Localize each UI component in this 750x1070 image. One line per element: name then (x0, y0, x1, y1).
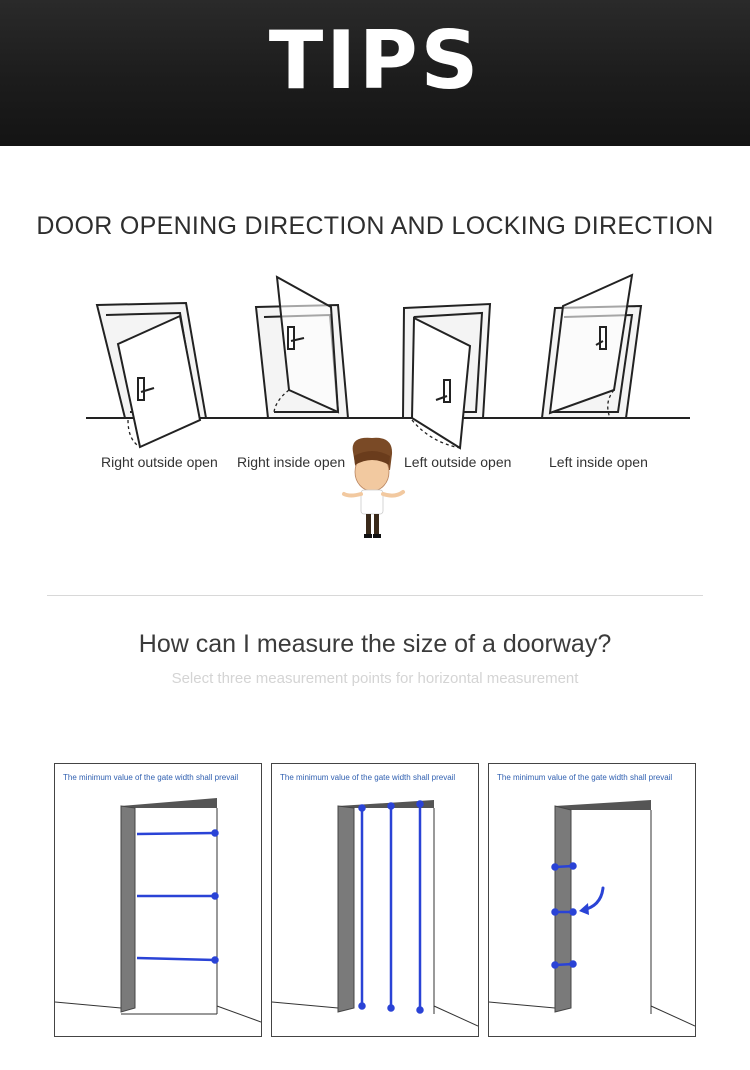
measure-panel-vertical: The minimum value of the gate width shal… (271, 763, 479, 1037)
door-label-right-outside: Right outside open (101, 454, 218, 470)
measure-subtitle: Select three measurement points for hori… (171, 670, 579, 687)
tips-banner: TIPS (0, 0, 750, 146)
door-diagram (86, 273, 690, 538)
panel-caption: The minimum value of the gate width shal… (497, 773, 673, 782)
door-label-left-inside: Left inside open (549, 454, 648, 470)
doorway-vertical-measure-icon (272, 800, 478, 1027)
door-right-outside-open-icon (95, 301, 208, 449)
door-left-outside-open-icon (401, 302, 492, 450)
measure-panel-horizontal: The minimum value of the gate width shal… (54, 763, 262, 1037)
section-title: DOOR OPENING DIRECTION AND LOCKING DIREC… (36, 212, 714, 240)
banner-title: TIPS (268, 14, 482, 107)
measure-panel-wall-thickness: The minimum value of the gate width shal… (488, 763, 696, 1037)
panel-caption: The minimum value of the gate width shal… (63, 773, 239, 782)
door-label-right-inside: Right inside open (237, 454, 346, 470)
section-divider (47, 595, 703, 596)
door-label-left-outside: Left outside open (404, 454, 512, 470)
doorway-thickness-measure-icon (489, 800, 695, 1027)
doorway-horizontal-measure-icon (55, 798, 261, 1023)
panel-caption: The minimum value of the gate width shal… (280, 773, 456, 782)
door-right-inside-open-icon (254, 275, 350, 419)
person-illustration-icon (342, 437, 405, 538)
measure-question: How can I measure the size of a doorway? (138, 630, 612, 658)
door-left-inside-open-icon (540, 273, 643, 419)
